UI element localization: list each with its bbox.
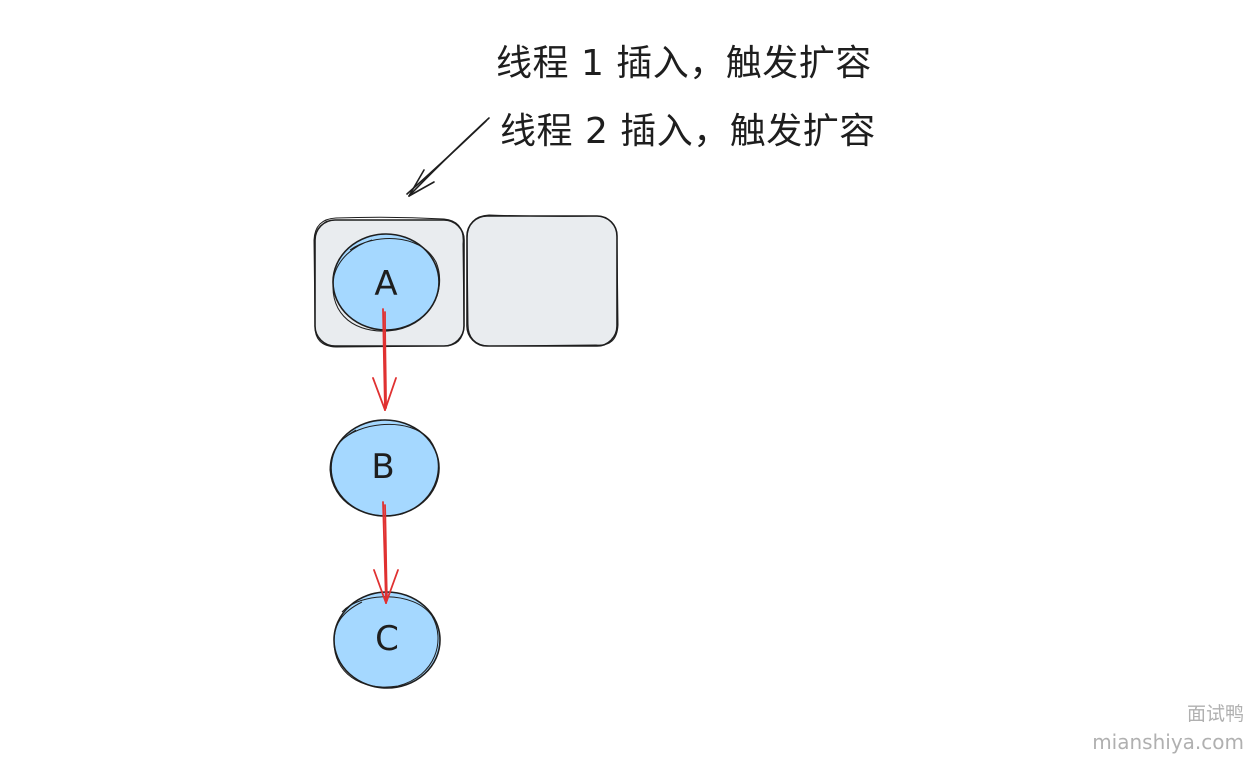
node-c (333, 591, 441, 689)
node-c-label: C (375, 619, 399, 659)
node-a-label: A (374, 264, 398, 304)
annotation-thread-2: 线程 2 插入，触发扩容 (500, 111, 876, 152)
node-a (332, 233, 441, 332)
watermark-site: mianshiya.com (1092, 730, 1244, 754)
node-b-label: B (371, 447, 395, 487)
bucket-1 (466, 214, 619, 347)
link-arrow-a-b (372, 308, 397, 411)
link-arrow-b-c (373, 501, 399, 604)
watermark-brand: 面试鸭 (1186, 703, 1244, 725)
pointer-arrow (406, 117, 490, 197)
annotation-thread-1: 线程 1 插入，触发扩容 (496, 43, 872, 84)
